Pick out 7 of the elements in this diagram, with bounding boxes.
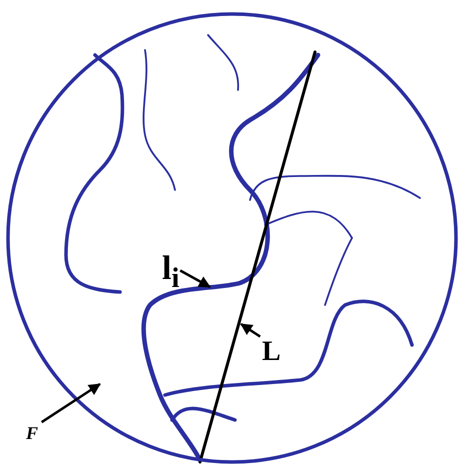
domain-circle [6, 12, 458, 464]
label-text: L [262, 338, 281, 366]
leader-arrow [180, 269, 211, 288]
label-text: l$_{i}$ [162, 252, 180, 294]
leader-arrow [40, 382, 101, 424]
label-text: F [26, 424, 38, 442]
leader-arrow [240, 322, 261, 338]
